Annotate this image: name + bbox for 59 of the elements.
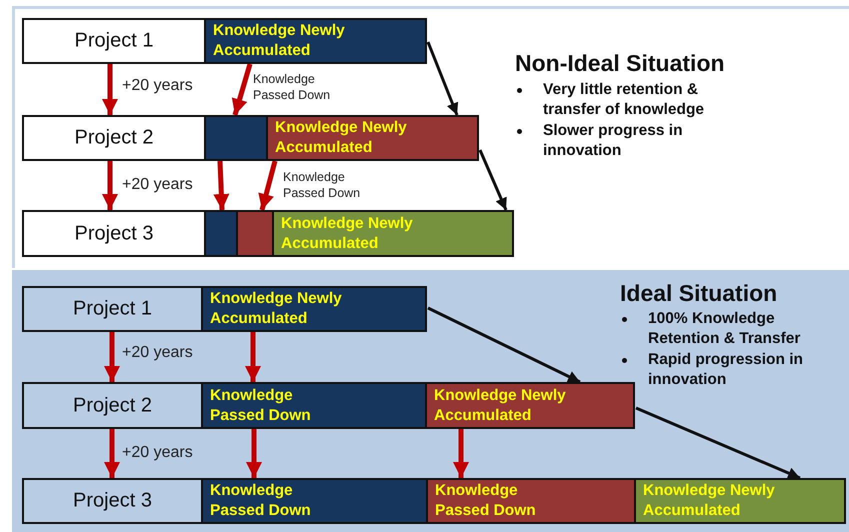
arrow — [245, 332, 261, 382]
arrow — [246, 429, 262, 478]
arrow — [232, 63, 252, 116]
knowledge-bar — [204, 18, 427, 64]
project-box — [22, 18, 206, 64]
knowledge-label: Knowledge Newly Accumulated — [213, 20, 346, 61]
knowledge-bar — [272, 210, 514, 257]
arrow — [453, 429, 469, 478]
arrow — [427, 306, 581, 384]
knowledge-label: Knowledge Newly Accumulated — [275, 118, 408, 158]
project-box — [22, 286, 203, 332]
knowledge-bar — [634, 478, 846, 524]
edge-label: Knowledge Passed Down — [253, 72, 332, 104]
knowledge-label: Knowledge Newly Accumulated — [210, 288, 343, 329]
edge-label: +20 years — [122, 76, 193, 96]
knowledge-label: Knowledge Passed Down — [210, 480, 312, 521]
knowledge-bar — [201, 382, 427, 429]
bullet-text: Rapid progression in innovation — [648, 350, 804, 390]
knowledge-bar — [204, 115, 268, 161]
bullet-text: Very little retention & transfer of knowledge — [543, 80, 706, 120]
project-label: Project 3 — [74, 222, 154, 245]
section-heading: Ideal Situation — [620, 280, 778, 307]
section-heading: Non-Ideal Situation — [515, 50, 725, 77]
project-box — [22, 382, 203, 429]
arrow — [104, 429, 120, 478]
knowledge-label: Knowledge Newly Accumulated — [281, 213, 414, 254]
project-box — [22, 478, 203, 524]
knowledge-bar — [201, 478, 428, 524]
edge-label: Knowledge Passed Down — [283, 170, 362, 202]
arrow — [213, 160, 230, 210]
project-box — [22, 210, 206, 257]
knowledge-bar — [426, 478, 636, 524]
project-label: Project 1 — [74, 30, 154, 52]
arrow — [478, 149, 508, 211]
arrow — [258, 160, 278, 211]
knowledge-bar — [204, 210, 238, 257]
project-label: Project 2 — [74, 126, 154, 150]
knowledge-bar — [266, 115, 479, 161]
knowledge-label: Knowledge Passed Down — [435, 480, 537, 521]
arrow — [635, 406, 801, 480]
bullet-text: Slower progress in innovation — [543, 121, 684, 162]
arrow — [102, 161, 118, 210]
edge-label: +20 years — [122, 443, 193, 463]
project-label: Project 2 — [72, 394, 153, 417]
project-label: Project 3 — [72, 490, 153, 512]
project-box — [22, 115, 206, 161]
arrow — [426, 41, 458, 116]
edge-label: +20 years — [122, 175, 193, 195]
knowledge-bar — [425, 382, 635, 429]
edge-label: +20 years — [122, 343, 193, 363]
knowledge-label: Knowledge Passed Down — [210, 385, 312, 426]
arrow — [102, 64, 118, 115]
knowledge-label: Knowledge Newly Accumulated — [434, 385, 567, 426]
arrow — [104, 332, 120, 382]
bullet-text: 100% Knowledge Retention & Transfer — [648, 309, 802, 350]
knowledge-bar — [201, 286, 427, 332]
knowledge-bar — [236, 210, 274, 257]
knowledge-label: Knowledge Newly Accumulated — [643, 480, 776, 521]
project-label: Project 1 — [72, 298, 153, 320]
